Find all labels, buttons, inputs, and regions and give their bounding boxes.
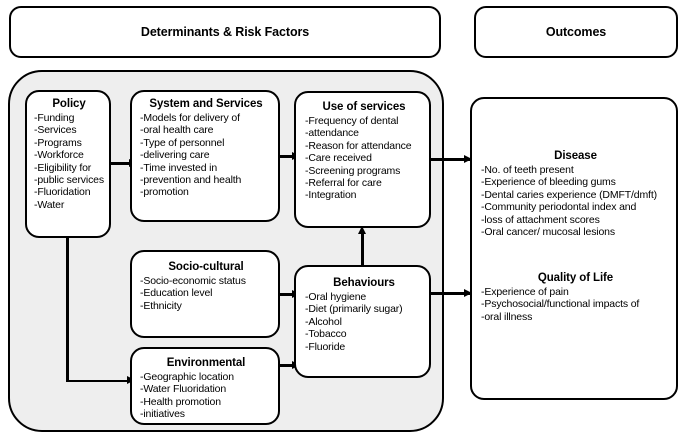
list-item: Oral cancer/ mucosal lesions [481,226,670,238]
list-item: Referral for care [305,177,423,189]
node-behaviours-items: Oral hygieneDiet (primarily sugar)Alcoho… [305,291,423,353]
node-system-and-services[interactable]: System and Services Models for delivery … [130,90,280,222]
banner-determinants: Determinants & Risk Factors [9,6,441,58]
node-behaviours-title: Behaviours [333,277,395,289]
list-item: Alcohol [305,316,423,328]
list-item: Time invested in [140,162,272,174]
node-system-and-services-items: Models for delivery oforal health careTy… [140,112,272,199]
node-disease-title: Disease [554,150,597,162]
list-item: oral illness [481,311,670,323]
list-item: Integration [305,189,423,201]
connector-environmental-to-behaviours [280,364,300,367]
banner-outcomes-label: Outcomes [545,25,607,39]
list-item: Education level [140,287,272,299]
node-socio-cultural-title: Socio-cultural [168,261,244,273]
list-item: attendance [305,127,423,139]
list-item: Reason for attendance [305,140,423,152]
node-use-of-services-items: Frequency of dentalattendanceReason for … [305,115,423,202]
list-item: Programs [34,137,104,149]
list-item: Community periodontal index and [481,201,670,213]
node-outcomes-body[interactable]: Disease No. of teeth presentExperience o… [470,97,678,400]
connector-use-of-services-to-outcomes [431,158,473,161]
node-quality-of-life-items: Experience of painPsychosocial/functiona… [481,286,670,323]
list-item: Care received [305,152,423,164]
node-quality-of-life: Quality of Life Experience of painPsycho… [472,272,676,323]
arrowhead-behaviours-to-use-of-services-icon [357,226,366,234]
node-disease-items: No. of teeth presentExperience of bleedi… [481,164,670,238]
node-quality-of-life-title: Quality of Life [537,272,614,284]
list-item: Experience of pain [481,286,670,298]
list-item: Ethnicity [140,300,272,312]
node-policy-title: Policy [52,98,86,110]
node-behaviours[interactable]: Behaviours Oral hygieneDiet (primarily s… [294,265,431,378]
arrowhead-use-of-services-to-outcomes-icon [464,154,472,163]
connector-policy-to-environmental-vertical [66,238,69,382]
list-item: oral health care [140,124,272,136]
list-item: Water Fluoridation [140,383,272,395]
connector-policy-to-system [111,162,132,165]
connector-policy-to-environmental-horizontal [66,379,133,382]
list-item: promotion [140,186,272,198]
node-socio-cultural[interactable]: Socio-cultural Socio-economic statusEduc… [130,250,280,338]
banner-determinants-label: Determinants & Risk Factors [140,25,310,39]
node-use-of-services-title: Use of services [322,101,406,113]
list-item: Fluoride [305,341,423,353]
list-item: Tobacco [305,328,423,340]
node-environmental-title: Environmental [166,357,246,369]
list-item: loss of attachment scores [481,214,670,226]
list-item: Health promotion [140,396,272,408]
list-item: Water [34,199,104,211]
connector-system-to-use-of-services [280,155,300,158]
list-item: Services [34,124,104,136]
node-environmental-items: Geographic locationWater FluoridationHea… [140,371,272,421]
list-item: Diet (primarily sugar) [305,303,423,315]
list-item: prevention and health [140,174,272,186]
list-item: Geographic location [140,371,272,383]
node-socio-cultural-items: Socio-economic statusEducation levelEthn… [140,275,272,312]
list-item: Fluoridation [34,186,104,198]
list-item: Oral hygiene [305,291,423,303]
arrowhead-behaviours-to-outcomes-icon [464,288,472,297]
list-item: Eligibility for [34,162,104,174]
list-item: Type of personnel [140,137,272,149]
banner-outcomes: Outcomes [474,6,678,58]
node-environmental[interactable]: Environmental Geographic locationWater F… [130,347,280,425]
connector-socio-cultural-to-behaviours [280,293,300,296]
list-item: No. of teeth present [481,164,670,176]
list-item: public services [34,174,104,186]
node-system-and-services-title: System and Services [149,98,263,110]
list-item: Psychosocial/functional impacts of [481,298,670,310]
node-disease: Disease No. of teeth presentExperience o… [472,150,676,238]
connector-behaviours-to-use-of-services [361,230,364,266]
list-item: initiatives [140,408,272,420]
list-item: Dental caries experience (DMFT/dmft) [481,189,670,201]
list-item: Funding [34,112,104,124]
list-item: Frequency of dental [305,115,423,127]
node-policy[interactable]: Policy FundingServicesProgramsWorkforceE… [25,90,111,238]
list-item: Screening programs [305,165,423,177]
connector-behaviours-to-outcomes [431,292,473,295]
list-item: delivering care [140,149,272,161]
node-use-of-services[interactable]: Use of services Frequency of dentalatten… [294,91,431,228]
list-item: Experience of bleeding gums [481,176,670,188]
node-policy-items: FundingServicesProgramsWorkforceEligibil… [34,112,104,211]
list-item: Workforce [34,149,104,161]
list-item: Socio-economic status [140,275,272,287]
list-item: Models for delivery of [140,112,272,124]
